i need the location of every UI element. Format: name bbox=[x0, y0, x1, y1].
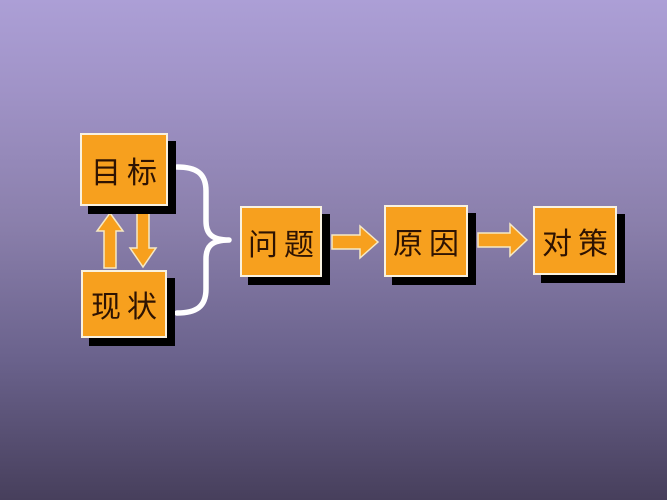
node-countermeasure: 对策 bbox=[533, 206, 617, 275]
right-arrow-icon bbox=[477, 222, 529, 258]
node-problem: 问题 bbox=[240, 206, 322, 277]
brace-icon bbox=[174, 164, 232, 316]
node-cause-label: 原因 bbox=[393, 228, 465, 261]
node-problem-label: 问题 bbox=[248, 228, 320, 262]
node-current-state-label: 现状 bbox=[91, 291, 163, 324]
node-cause: 原因 bbox=[384, 205, 468, 277]
right-arrow-icon bbox=[331, 224, 380, 260]
node-current-state: 现状 bbox=[81, 270, 167, 338]
node-goal: 目标 bbox=[80, 133, 168, 206]
down-arrow-icon bbox=[128, 207, 158, 269]
up-arrow-icon bbox=[95, 211, 125, 269]
node-goal-label: 目标 bbox=[91, 156, 163, 190]
node-countermeasure-label: 对策 bbox=[542, 227, 614, 261]
